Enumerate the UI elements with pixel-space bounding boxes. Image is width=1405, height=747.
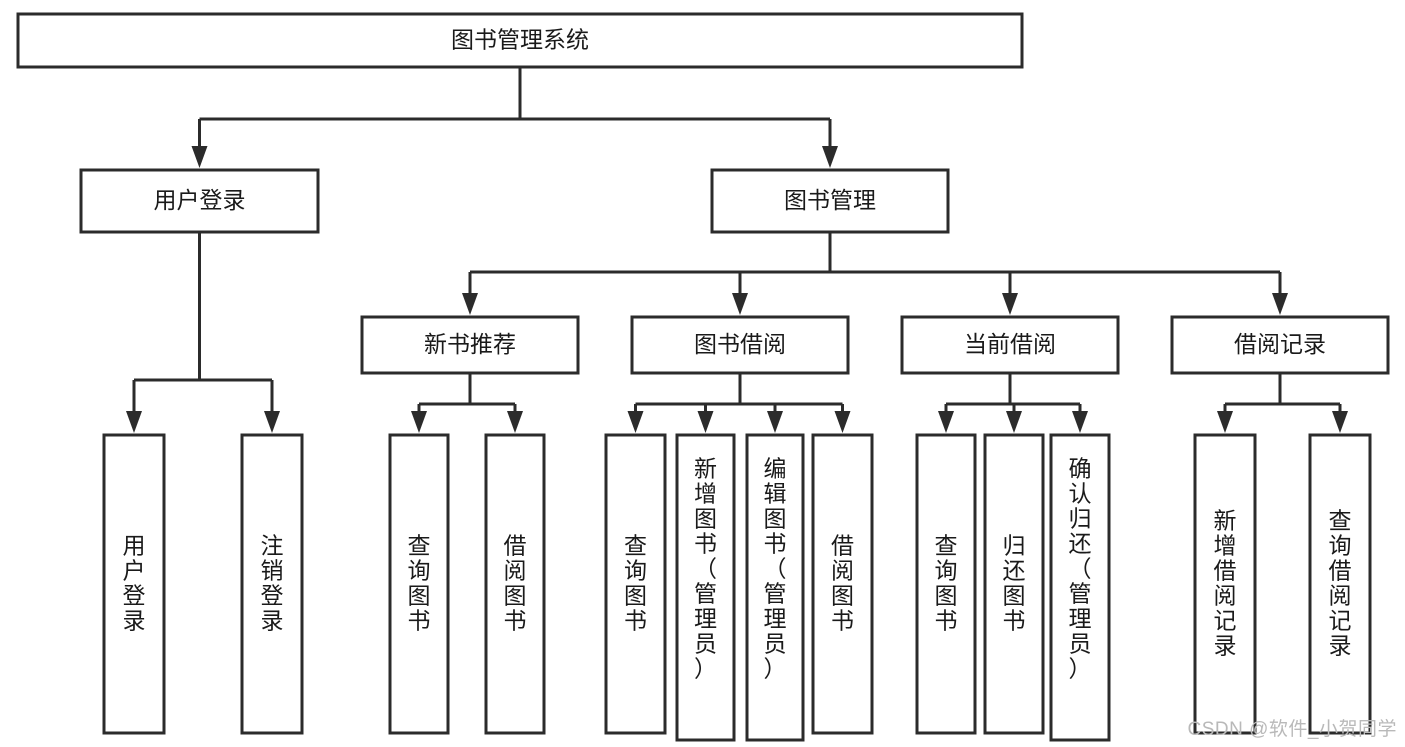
arrow-head — [191, 146, 208, 168]
node-leaf-add-book[interactable]: 新增图书（管理员） — [675, 433, 736, 742]
node-label-user-login: 用户登录 — [154, 187, 246, 213]
node-leaf-query-book-3[interactable]: 查询图书 — [915, 433, 977, 735]
node-label-leaf-query-book-2: 查询图书 — [624, 533, 647, 634]
node-leaf-confirm-return[interactable]: 确认归还（管理员） — [1049, 433, 1111, 742]
nodes-layer: 图书管理系统用户登录图书管理新书推荐图书借阅当前借阅借阅记录用户登录注销登录查询… — [16, 12, 1390, 742]
node-leaf-borrow-book-2[interactable]: 借阅图书 — [811, 433, 874, 735]
connector-group-root — [191, 67, 838, 168]
node-label-leaf-logout: 注销登录 — [261, 533, 284, 634]
node-box-book-borrow — [630, 315, 850, 375]
node-label-leaf-add-record: 新增借阅记录 — [1214, 508, 1237, 659]
arrow-head — [1072, 411, 1088, 433]
node-box-leaf-confirm-return — [1049, 433, 1111, 742]
node-box-leaf-query-book-2 — [604, 433, 667, 735]
arrow-head — [767, 411, 783, 433]
node-borrow-record[interactable]: 借阅记录 — [1170, 315, 1390, 375]
arrow-head — [938, 411, 954, 433]
node-label-leaf-edit-book: 编辑图书（管理员） — [764, 456, 787, 682]
node-box-book-manage — [710, 168, 950, 234]
arrow-head — [1332, 411, 1348, 433]
arrow-head — [822, 146, 838, 168]
node-new-book-recommend[interactable]: 新书推荐 — [360, 315, 580, 375]
node-leaf-query-record[interactable]: 查询借阅记录 — [1308, 433, 1372, 735]
arrow-head — [507, 411, 523, 433]
node-label-leaf-user-login: 用户登录 — [123, 533, 146, 634]
node-label-leaf-add-book: 新增图书（管理员） — [694, 456, 717, 682]
arrow-head — [462, 293, 478, 315]
node-label-borrow-record: 借阅记录 — [1234, 331, 1326, 357]
node-box-new-book-recommend — [360, 315, 580, 375]
arrow-head — [697, 411, 714, 433]
arrow-head — [1217, 411, 1233, 433]
node-label-leaf-borrow-book-2: 借阅图书 — [831, 533, 854, 634]
node-box-leaf-borrow-book-1 — [484, 433, 546, 735]
connector-group-book-manage — [462, 232, 1288, 315]
arrow-head — [264, 411, 280, 433]
watermark-label: CSDN @软件_小贺同学 — [1187, 719, 1397, 740]
node-leaf-query-book-1[interactable]: 查询图书 — [388, 433, 450, 735]
connector-group-borrow-record — [1217, 373, 1348, 433]
node-label-root: 图书管理系统 — [451, 27, 589, 53]
node-box-leaf-user-login — [102, 433, 166, 735]
node-leaf-edit-book[interactable]: 编辑图书（管理员） — [745, 433, 805, 742]
node-leaf-logout[interactable]: 注销登录 — [240, 433, 304, 735]
node-leaf-add-record[interactable]: 新增借阅记录 — [1193, 433, 1257, 735]
node-label-leaf-return-book: 归还图书 — [1003, 533, 1026, 634]
arrow-head — [126, 411, 142, 433]
connector-group-book-borrow — [627, 373, 851, 433]
node-leaf-query-book-2[interactable]: 查询图书 — [604, 433, 667, 735]
node-label-leaf-query-book-1: 查询图书 — [408, 533, 431, 634]
connector-group-current-borrow — [938, 373, 1088, 433]
node-box-leaf-add-record — [1193, 433, 1257, 735]
node-box-leaf-borrow-book-2 — [811, 433, 874, 735]
arrow-head — [732, 293, 748, 315]
node-leaf-return-book[interactable]: 归还图书 — [983, 433, 1045, 735]
node-label-current-borrow: 当前借阅 — [964, 331, 1056, 357]
node-book-borrow[interactable]: 图书借阅 — [630, 315, 850, 375]
connector-group-user-login — [126, 232, 280, 433]
node-leaf-borrow-book-1[interactable]: 借阅图书 — [484, 433, 546, 735]
node-label-leaf-query-book-3: 查询图书 — [935, 533, 958, 634]
node-box-user-login — [79, 168, 320, 234]
connectors-layer — [126, 67, 1348, 433]
node-box-borrow-record — [1170, 315, 1390, 375]
node-box-leaf-add-book — [675, 433, 736, 742]
arrow-head — [1272, 293, 1288, 315]
node-box-leaf-edit-book — [745, 433, 805, 742]
node-box-leaf-return-book — [983, 433, 1045, 735]
node-book-manage[interactable]: 图书管理 — [710, 168, 950, 234]
connector-group-new-book-recommend — [411, 373, 523, 433]
node-box-leaf-query-book-3 — [915, 433, 977, 735]
node-label-leaf-confirm-return: 确认归还（管理员） — [1069, 456, 1092, 682]
node-user-login[interactable]: 用户登录 — [79, 168, 320, 234]
arrow-head — [627, 411, 644, 433]
arrow-head — [1006, 411, 1022, 433]
node-box-leaf-query-record — [1308, 433, 1372, 735]
node-box-root — [16, 12, 1024, 69]
node-label-leaf-borrow-book-1: 借阅图书 — [504, 533, 527, 634]
node-box-leaf-logout — [240, 433, 304, 735]
node-label-leaf-query-record: 查询借阅记录 — [1329, 508, 1352, 659]
node-root[interactable]: 图书管理系统 — [16, 12, 1024, 69]
arrow-head — [1002, 293, 1018, 315]
node-current-borrow[interactable]: 当前借阅 — [900, 315, 1120, 375]
node-leaf-user-login[interactable]: 用户登录 — [102, 433, 166, 735]
node-box-leaf-query-book-1 — [388, 433, 450, 735]
node-label-book-manage: 图书管理 — [784, 187, 876, 213]
node-label-new-book-recommend: 新书推荐 — [424, 331, 516, 357]
arrow-head — [411, 411, 427, 433]
arrow-head — [834, 411, 851, 433]
node-label-book-borrow: 图书借阅 — [694, 331, 786, 357]
node-box-current-borrow — [900, 315, 1120, 375]
